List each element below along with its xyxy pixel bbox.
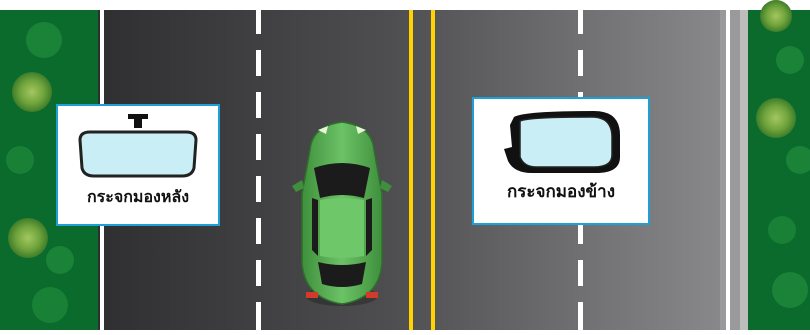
rearview-mirror-icon <box>58 110 218 180</box>
side-mirror-icon <box>474 105 648 181</box>
side-mirror-label: กระจกมองข้าง <box>474 178 648 205</box>
center-line-right <box>431 10 435 330</box>
center-line-left <box>409 10 413 330</box>
rearview-mirror-card: กระจกมองหลัง <box>56 104 220 226</box>
side-mirror-card: กระจกมองข้าง <box>472 97 650 225</box>
rearview-mirror-label: กระจกมองหลัง <box>58 185 218 210</box>
right-edge-line <box>726 10 730 330</box>
